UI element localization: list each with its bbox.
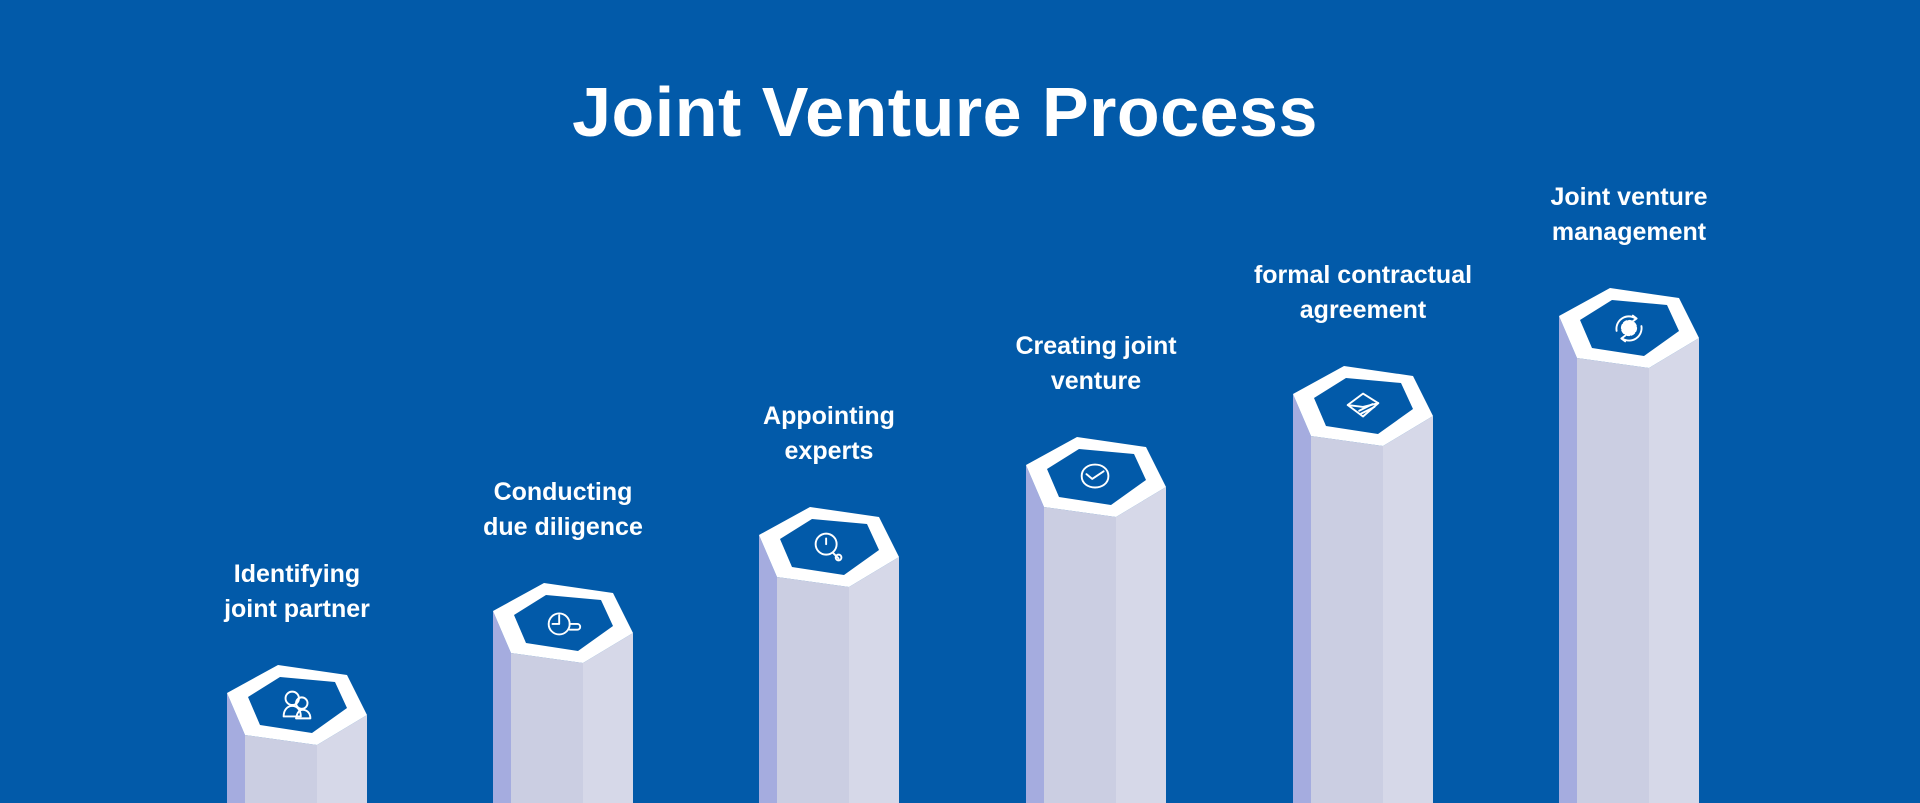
pillar-left-face xyxy=(759,535,777,803)
pillar-right-face xyxy=(1649,338,1699,803)
step-label-line2: management xyxy=(1551,218,1707,246)
pillar-front-face xyxy=(1044,507,1116,803)
step-label-line1: Joint venture xyxy=(1550,183,1708,211)
step-label: Appointing experts xyxy=(669,399,989,469)
process-step: Conducting due diligence xyxy=(483,478,643,803)
hexagonal-pillar xyxy=(759,507,899,803)
step-label: Identifying joint partner xyxy=(137,557,457,627)
people-icon xyxy=(282,690,312,720)
process-step: Appointing experts xyxy=(759,402,899,803)
step-label: Creating joint venture xyxy=(936,329,1256,399)
step-label-line2: venture xyxy=(1050,367,1142,395)
step-label-line1: formal contractual xyxy=(1253,261,1473,289)
pillar-right-face xyxy=(1383,416,1433,803)
pillar-right-face xyxy=(849,557,899,803)
magnifier-icon xyxy=(814,532,843,562)
pillar-left-face xyxy=(1026,465,1044,803)
step-label-line1: Creating joint xyxy=(1015,332,1177,360)
process-step: Joint venture management xyxy=(1551,183,1707,803)
step-label-line2: experts xyxy=(784,437,874,465)
envelope-icon xyxy=(1346,392,1380,418)
hexagonal-pillar xyxy=(1293,366,1433,803)
process-step: formal contractual agreement xyxy=(1254,261,1472,803)
pillar-front-face xyxy=(777,577,849,803)
process-step: Identifying joint partner xyxy=(224,560,370,803)
pillar-right-face xyxy=(583,633,633,803)
gear-cycle-icon xyxy=(1615,314,1643,343)
step-label: formal contractual agreement xyxy=(1203,258,1523,328)
pillar-left-face xyxy=(1559,316,1577,803)
hexagonal-pillar xyxy=(227,665,367,803)
step-label-line1: Identifying xyxy=(233,560,361,588)
pillar-left-face xyxy=(1293,394,1311,803)
step-label: Joint venture management xyxy=(1469,180,1789,250)
pillar-right-face xyxy=(317,715,367,803)
pillar-front-face xyxy=(1311,436,1383,803)
handshake-icon xyxy=(1080,463,1110,489)
step-label-line1: Conducting xyxy=(493,478,633,506)
step-label-line1: Appointing xyxy=(763,402,895,430)
stopwatch-icon xyxy=(547,612,582,636)
pillar-left-face xyxy=(227,693,245,803)
hexagonal-pillar xyxy=(1559,288,1699,803)
pillar-left-face xyxy=(493,611,511,803)
pillar-front-face xyxy=(511,653,583,803)
step-label-line2: agreement xyxy=(1299,296,1427,324)
step-label-line2: joint partner xyxy=(224,595,370,623)
hexagon-inner xyxy=(248,677,347,733)
process-step: Creating joint venture xyxy=(1015,332,1177,803)
pillar-right-face xyxy=(1116,487,1166,803)
pillar-front-face xyxy=(245,735,317,803)
step-label-line2: due diligence xyxy=(483,513,643,541)
hexagon-inner xyxy=(780,519,879,575)
hexagon-inner xyxy=(514,595,613,651)
pillar-front-face xyxy=(1577,358,1649,803)
hexagonal-pillar xyxy=(493,583,633,803)
page-title: Joint Venture Process xyxy=(572,73,1318,151)
step-label: Conducting due diligence xyxy=(403,475,723,545)
